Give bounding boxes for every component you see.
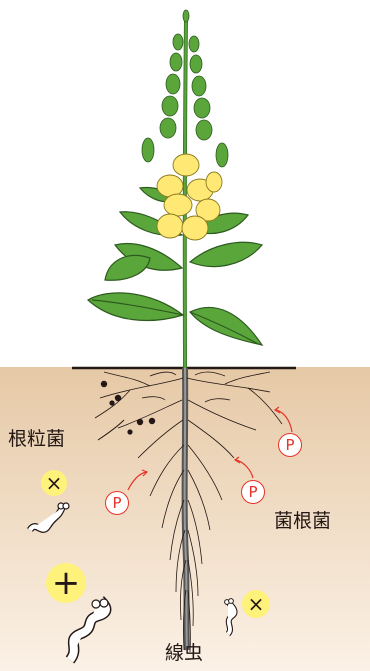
label-mycorrhizal-fungi: 菌根菌 [274, 512, 331, 531]
positive-effect-icon: + [46, 563, 86, 603]
negative-effect-icon: × [41, 470, 67, 496]
negative-effect-icon: × [242, 590, 270, 618]
phosphorus-badge: P [241, 480, 265, 504]
label-nodule-bacteria: 根粒菌 [8, 430, 65, 449]
phosphorus-badge: P [278, 433, 302, 457]
phosphorus-badge: P [105, 491, 129, 515]
label-nematode: 線虫 [165, 644, 203, 663]
